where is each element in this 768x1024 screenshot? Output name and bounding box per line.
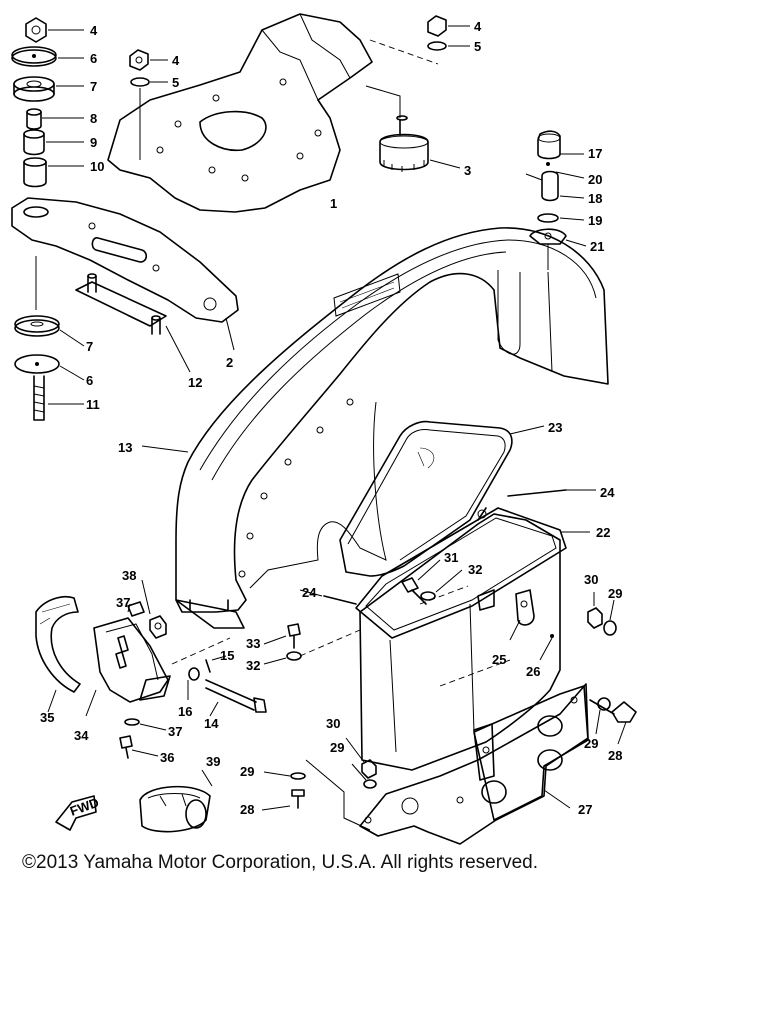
- fwd-arrow-icon: FWD: [55, 795, 101, 831]
- engine-hood: [141, 227, 609, 629]
- callout: 21: [590, 239, 604, 254]
- callout: 4: [90, 23, 98, 38]
- callout: 14: [204, 716, 219, 731]
- callout: 27: [578, 802, 592, 817]
- callout: 2: [226, 355, 233, 370]
- callout: 20: [588, 172, 602, 187]
- rubber-boot: [139, 769, 213, 833]
- callout: 30: [584, 572, 598, 587]
- right-nut-washer: [587, 592, 617, 636]
- callout: 29: [584, 736, 598, 751]
- long-bolt: [171, 637, 267, 717]
- callout: 7: [86, 339, 93, 354]
- callout: 8: [90, 111, 97, 126]
- callout: 11: [86, 397, 100, 412]
- callout: 33: [246, 636, 260, 651]
- callout: 28: [240, 802, 254, 817]
- middle-screws: [263, 623, 361, 665]
- callout: 34: [74, 728, 89, 743]
- callout: 31: [444, 550, 458, 565]
- callout: 9: [90, 135, 97, 150]
- callout: 26: [526, 664, 540, 679]
- callout: 24: [600, 485, 615, 500]
- callout: 4: [172, 53, 180, 68]
- callout: 22: [596, 525, 610, 540]
- callout: 29: [608, 586, 622, 601]
- callout: 28: [608, 748, 622, 763]
- copyright-notice: ©2013 Yamaha Motor Corporation, U.S.A. A…: [22, 852, 538, 873]
- callout-labels: 4 6 7 8 9 10 4 5 4 5 3 1 17 20 18 19 21 …: [40, 19, 622, 817]
- stud-plate: [75, 273, 191, 373]
- callout: 32: [246, 658, 260, 673]
- callout: 39: [206, 754, 220, 769]
- strap: [35, 596, 81, 713]
- callout: 38: [122, 568, 136, 583]
- callout: 30: [326, 716, 340, 731]
- callout: 32: [468, 562, 482, 577]
- engine-mount-bracket: [107, 13, 439, 213]
- callout: 5: [172, 75, 179, 90]
- callout: 16: [178, 704, 192, 719]
- small-fasteners: [119, 579, 167, 759]
- callout: 25: [492, 652, 506, 667]
- hinge-rods: [299, 489, 596, 605]
- callout: 17: [588, 146, 602, 161]
- callout: 10: [90, 159, 104, 174]
- rubber-mount: [365, 85, 461, 172]
- callout: 5: [474, 39, 481, 54]
- callout: 6: [86, 373, 93, 388]
- callout: 3: [464, 163, 471, 178]
- box-latch: [509, 619, 554, 661]
- callout: 19: [588, 213, 602, 228]
- callout: 13: [118, 440, 132, 455]
- left-mount-stack: [11, 17, 84, 188]
- callout: 1: [330, 196, 337, 211]
- callout: 35: [40, 710, 54, 725]
- callout: 4: [474, 19, 482, 34]
- callout: 24: [302, 585, 317, 600]
- right-bolts: [439, 659, 637, 745]
- callout: 12: [188, 375, 202, 390]
- callout: 36: [160, 750, 174, 765]
- bottom-bolts: [261, 737, 377, 831]
- callout: 23: [548, 420, 562, 435]
- callout: 18: [588, 191, 602, 206]
- callout: 29: [330, 740, 344, 755]
- callout: 37: [116, 595, 130, 610]
- top-right-nut-washer: [427, 15, 470, 51]
- battery-box: [355, 507, 590, 771]
- bracket-cover: [85, 617, 171, 717]
- callout: 6: [90, 51, 97, 66]
- callout: 29: [240, 764, 254, 779]
- latch-assembly: [525, 130, 587, 270]
- callout: 7: [90, 79, 97, 94]
- lid: [339, 420, 545, 577]
- callout: 37: [168, 724, 182, 739]
- callout: 15: [220, 648, 234, 663]
- box-mount-bracket: [359, 683, 589, 845]
- bracket-nut-washer: [129, 49, 168, 160]
- box-screws: [401, 559, 469, 605]
- lower-bracket: [11, 197, 239, 351]
- lower-left-stack: [14, 315, 85, 421]
